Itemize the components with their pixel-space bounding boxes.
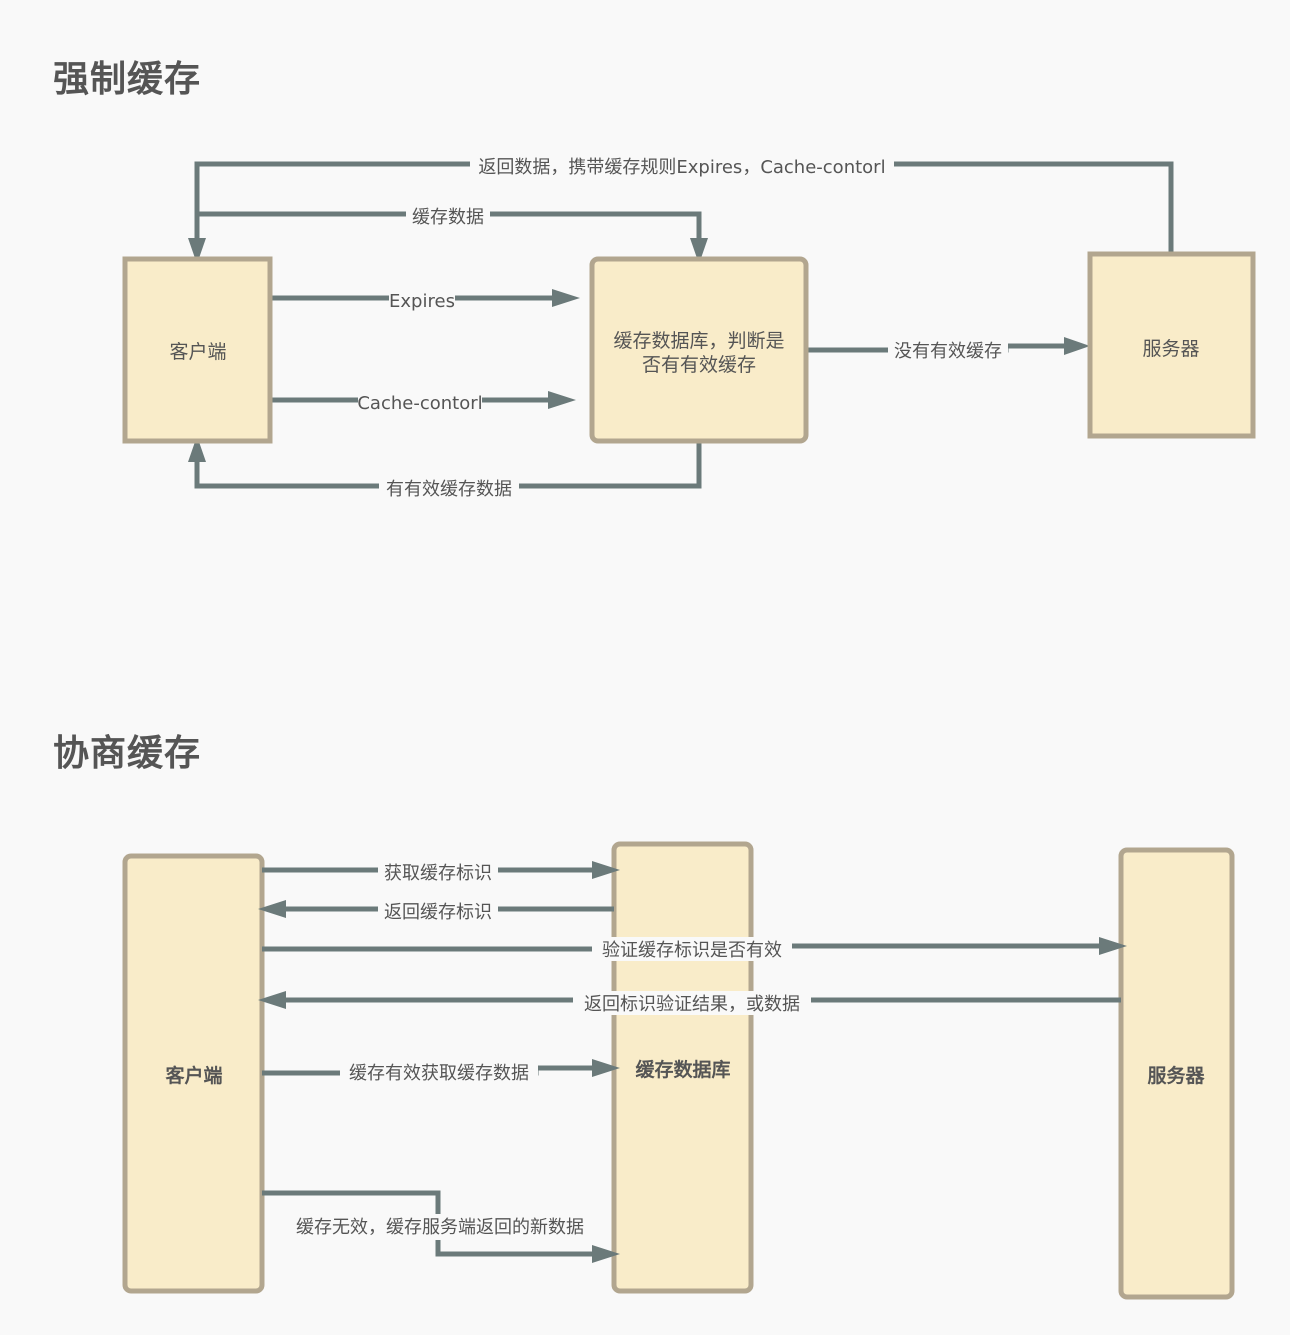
negotiated-cache-db-label: 缓存数据库 <box>635 1058 730 1081</box>
strong-cache-diagram: 返回数据，携带缓存规则Expires，Cache-contorl 缓存数据 Ex… <box>122 154 1256 500</box>
arrow-valid-cache-data: 有有效缓存数据 <box>188 436 702 500</box>
strong-cache-db-label-line1: 缓存数据库，判断是 <box>613 330 784 352</box>
arrow-no-valid-cache: 没有有效缓存 <box>806 337 1090 362</box>
arrow-cache-valid-get-data: 缓存有效获取缓存数据 <box>262 1059 620 1084</box>
arrow-label-no-valid-cache: 没有有效缓存 <box>894 341 1002 362</box>
negotiated-server-label: 服务器 <box>1147 1064 1205 1087</box>
strong-cache-db-label-line2: 否有有效缓存 <box>642 354 756 376</box>
arrow-cache-data: 缓存数据 <box>197 204 708 264</box>
arrow-label-expires: Expires <box>389 291 455 312</box>
strong-server-label: 服务器 <box>1142 338 1199 360</box>
strong-client-label: 客户端 <box>169 341 226 363</box>
strong-client-box: 客户端 <box>122 256 273 444</box>
strong-cache-title: 强制缓存 <box>53 59 202 100</box>
arrow-label-verify-cache-id: 验证缓存标识是否有效 <box>602 940 782 961</box>
negotiated-cache-db-box: 缓存数据库 <box>611 841 754 1294</box>
arrow-return-cache-id: 返回缓存标识 <box>258 899 614 923</box>
arrow-label-cache-invalid: 缓存无效，缓存服务端返回的新数据 <box>296 1217 584 1238</box>
arrow-get-cache-id: 获取缓存标识 <box>262 860 620 884</box>
negotiated-cache-diagram: 客户端 缓存数据库 服务器 获取缓存标识 返回缓存标识 <box>122 841 1235 1300</box>
strong-cache-db-box: 缓存数据库，判断是 否有有效缓存 <box>589 256 809 444</box>
arrow-label-get-cache-id: 获取缓存标识 <box>384 863 492 884</box>
negotiated-cache-title: 协商缓存 <box>53 733 202 774</box>
negotiated-client-label: 客户端 <box>165 1064 222 1087</box>
arrow-verify-cache-id: 验证缓存标识是否有效 <box>262 937 1127 961</box>
arrow-cache-control: Cache-contorl <box>270 390 576 414</box>
arrow-label-cache-valid-get-data: 缓存有效获取缓存数据 <box>349 1063 529 1084</box>
negotiated-client-box: 客户端 <box>122 853 265 1294</box>
arrow-return-verify-result: 返回标识验证结果，或数据 <box>258 991 1121 1015</box>
arrow-label-cache-data: 缓存数据 <box>412 207 484 228</box>
arrow-label-valid-cache-data: 有有效缓存数据 <box>386 479 512 500</box>
arrow-label-return-verify-result: 返回标识验证结果，或数据 <box>584 994 800 1015</box>
arrow-cache-invalid: 缓存无效，缓存服务端返回的新数据 <box>262 1190 620 1263</box>
arrow-return-data: 返回数据，携带缓存规则Expires，Cache-contorl <box>188 154 1174 264</box>
arrow-label-return-cache-id: 返回缓存标识 <box>384 902 492 923</box>
negotiated-server-box: 服务器 <box>1118 847 1235 1300</box>
arrow-label-return-data: 返回数据，携带缓存规则Expires，Cache-contorl <box>478 157 885 178</box>
arrow-label-cache-control: Cache-contorl <box>357 393 482 414</box>
arrow-expires: Expires <box>270 288 580 312</box>
strong-server-box: 服务器 <box>1087 251 1256 439</box>
